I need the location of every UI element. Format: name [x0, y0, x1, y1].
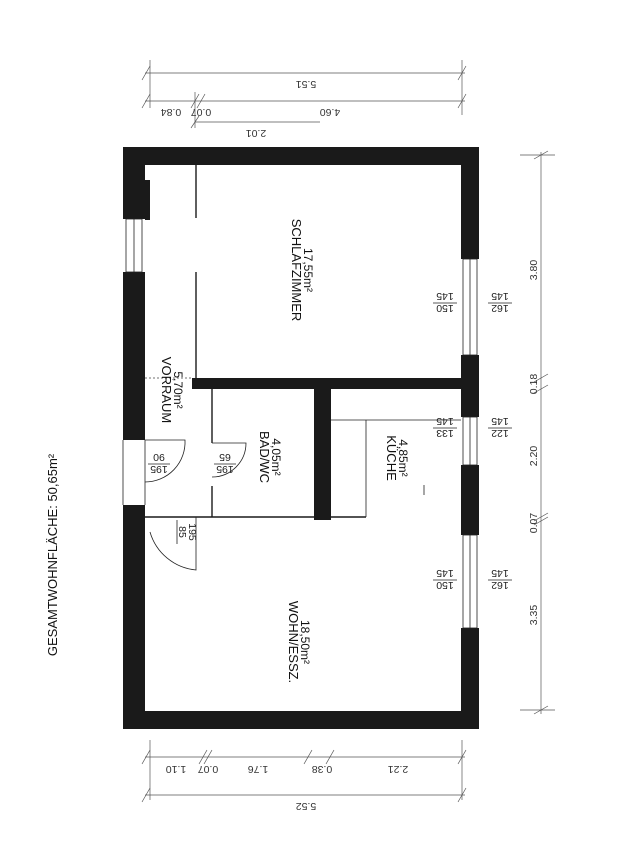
- window-label: 145: [491, 290, 509, 302]
- door-label: 65: [219, 451, 231, 463]
- room-name: BAD/WC: [257, 431, 272, 483]
- dim-top-overall: 5.51: [296, 78, 317, 90]
- room-name: WOHN/ESSZ.: [286, 601, 301, 683]
- top-dimensions: 5.51 0.84 0.07 4.60 2.01: [141, 60, 467, 139]
- room-area: 4,85m²: [396, 439, 410, 476]
- window-labels-kitchen: 145 133: [433, 415, 457, 439]
- dim-right: 2.20: [528, 446, 540, 467]
- room-vorraum: VORRAUM 5,70m²: [159, 357, 185, 423]
- outer-walls: [123, 147, 479, 729]
- windows: [125, 218, 478, 629]
- window-label: 133: [436, 427, 454, 439]
- window-labels-bedroom: 145 150: [433, 290, 457, 314]
- dim-top-inner: 2.01: [246, 127, 267, 139]
- total-area-label: GESAMTWOHNFLÄCHE: 50,65m²: [45, 453, 60, 656]
- window-label: 145: [436, 567, 454, 579]
- door-labels-bath: 195 65: [214, 451, 236, 475]
- window-label: 145: [491, 415, 509, 427]
- window-labels-bedroom-outer: 145 162: [488, 290, 512, 314]
- bedroom-bottom-wall: [192, 378, 462, 389]
- right-wall-mid: [461, 355, 479, 417]
- door-labels-entrance: 195 90: [148, 451, 170, 475]
- dim-bottom-overall: 5.52: [296, 800, 317, 812]
- left-wall-middle: [123, 272, 145, 440]
- room-bad-wc: BAD/WC 4,05m²: [257, 431, 283, 483]
- dim-bottom-segment: 0.38: [312, 763, 333, 775]
- left-wall-top: [123, 147, 145, 219]
- window-label: 162: [491, 579, 509, 591]
- window-label: 145: [436, 415, 454, 427]
- door-label: 195: [186, 523, 198, 541]
- room-name: SCHLAFZIMMER: [289, 219, 304, 322]
- dim-top-segment: 4.60: [320, 106, 341, 118]
- room-wohn-essz: WOHN/ESSZ. 18,50m²: [286, 601, 312, 683]
- entrance-door-swing: [144, 439, 186, 483]
- window-label: 145: [491, 567, 509, 579]
- door-label: 85: [176, 526, 188, 538]
- doors: [122, 419, 461, 571]
- right-wall-lower: [461, 628, 479, 729]
- room-schlafzimmer: SCHLAFZIMMER 17,55m²: [289, 219, 315, 322]
- window-labels-kitchen-outer: 145 122: [488, 415, 512, 439]
- bottom-wall: [123, 711, 479, 729]
- door-label: 195: [150, 463, 168, 475]
- top-wall: [123, 147, 479, 165]
- bath-door-swing: [211, 442, 247, 478]
- bottom-dimensions: 1.10 0.07 1.76 0.38 2.21 5.52: [141, 740, 467, 812]
- window-label: 150: [436, 302, 454, 314]
- dim-right: 0.18: [528, 374, 540, 395]
- living-door-swing: [149, 517, 197, 571]
- room-name: VORRAUM: [159, 357, 174, 423]
- dim-bottom-segment: 1.10: [166, 763, 187, 775]
- dim-top-segment: 0.84: [161, 106, 182, 118]
- right-wall-upper: [461, 147, 479, 259]
- window-labels-living: 145 150: [433, 567, 457, 591]
- right-wall-kitchen: [461, 465, 479, 535]
- door-labels-living: 85 195: [176, 520, 198, 544]
- total-area: GESAMTWOHNFLÄCHE: 50,65m²: [45, 453, 60, 656]
- left-wall-bottom: [123, 505, 145, 729]
- window-label: 145: [436, 290, 454, 302]
- dim-bottom-segment: 0.07: [198, 763, 219, 775]
- dim-bottom-segment: 2.21: [388, 763, 409, 775]
- dim-right: 3.35: [528, 605, 540, 626]
- window-label: 122: [491, 427, 509, 439]
- window-label: 162: [491, 302, 509, 314]
- interior-walls: [145, 165, 462, 520]
- window-label: 150: [436, 579, 454, 591]
- dim-bottom-segment: 1.76: [248, 763, 269, 775]
- right-dimensions: 3.80 0.18 2.20 0.07 3.35: [520, 150, 555, 715]
- door-label: 195: [216, 463, 234, 475]
- left-wall-notch: [145, 180, 150, 220]
- room-area: 17,55m²: [301, 248, 315, 292]
- room-kueche: KÜCHE 4,85m²: [384, 435, 410, 481]
- window-labels-living-outer: 145 162: [488, 567, 512, 591]
- room-name: KÜCHE: [384, 435, 399, 481]
- dim-right: 0.07: [528, 513, 540, 534]
- dim-right: 3.80: [528, 260, 540, 281]
- dim-top-segment: 0.07: [191, 106, 212, 118]
- kitchen-divider-wall: [314, 389, 331, 520]
- door-label: 90: [153, 451, 165, 463]
- room-area: 18,50m²: [298, 620, 312, 664]
- room-area: 4,05m²: [269, 438, 283, 475]
- room-area: 5,70m²: [171, 371, 185, 408]
